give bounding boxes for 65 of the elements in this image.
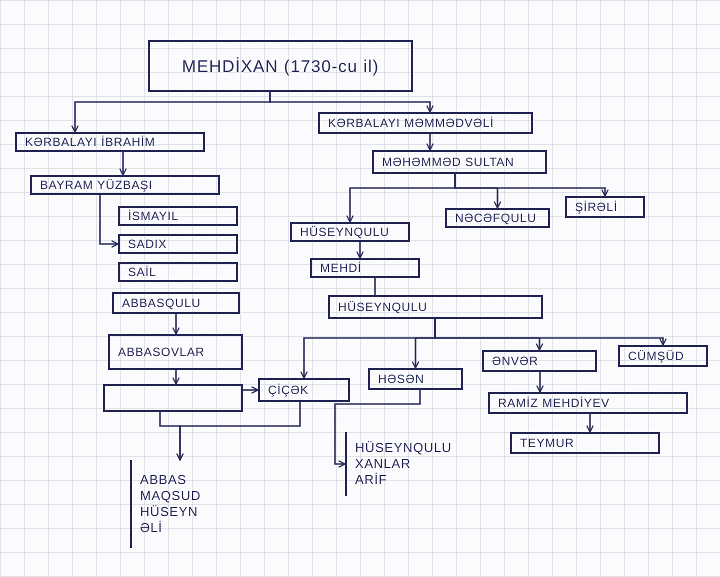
name-box xyxy=(328,295,543,319)
name-box xyxy=(482,350,597,372)
person-name: MEHDİXAN (1730-cu il) xyxy=(182,58,380,74)
person-name: ABBASOVLAR xyxy=(118,346,205,358)
person-name: HƏSƏN xyxy=(378,373,424,385)
arrow xyxy=(269,92,434,113)
person-name: KƏRBALAYI İBRAHİM xyxy=(25,136,156,148)
name-box xyxy=(618,345,708,367)
arrow xyxy=(434,319,667,346)
person-name: MƏHƏMMƏD SULTAN xyxy=(382,156,514,168)
empty-box xyxy=(103,384,243,412)
name-box xyxy=(510,432,660,454)
name-box xyxy=(368,368,463,390)
arrow xyxy=(172,370,180,385)
name-box xyxy=(318,112,533,134)
name-box xyxy=(290,222,410,242)
person-name: HÜSEYNQULU xyxy=(338,301,428,313)
name-box xyxy=(30,175,220,195)
person-name: ABBASQULU xyxy=(122,297,201,309)
person-name: ƏLİ xyxy=(140,520,164,536)
name-box xyxy=(118,262,238,282)
arrow xyxy=(243,386,259,394)
name-box xyxy=(112,292,240,314)
arrow xyxy=(454,174,609,197)
arrow xyxy=(426,134,434,151)
connector-line xyxy=(374,278,376,295)
arrow xyxy=(586,414,594,433)
person-name: İSMAYIL xyxy=(128,210,179,222)
name-box xyxy=(108,334,243,370)
person-name: SADIX xyxy=(128,238,168,250)
arrow xyxy=(334,390,421,468)
person-name: ƏNVƏR xyxy=(492,355,538,367)
name-box xyxy=(118,234,238,254)
person-name: TEYMUR xyxy=(520,437,574,449)
name-box xyxy=(148,40,413,92)
person-name: MAQSUD xyxy=(140,488,202,504)
person-name: HÜSEYNQULU xyxy=(300,226,390,238)
name-box xyxy=(258,378,350,402)
arrow xyxy=(119,152,127,176)
person-name: CÜMŞÜD xyxy=(628,350,684,362)
arrow xyxy=(536,372,544,393)
person-name: RAMİZ MEHDİYEV xyxy=(498,397,610,409)
person-name: BAYRAM YÜZBAŞI xyxy=(40,179,153,191)
person-name: ABBAS xyxy=(140,472,188,488)
person-name: ARİF xyxy=(355,472,388,488)
person-name: ŞİRƏLİ xyxy=(575,201,618,213)
person-name: SAİL xyxy=(128,266,156,278)
name-box xyxy=(488,392,688,414)
name-box xyxy=(310,258,420,278)
person-name: MEHDİ xyxy=(320,262,362,274)
name-box xyxy=(372,150,547,174)
person-name: NƏCƏFQULU xyxy=(455,212,536,224)
arrow xyxy=(176,402,301,461)
arrow xyxy=(356,242,364,259)
name-box xyxy=(118,206,238,226)
person-name: XANLAR xyxy=(355,456,412,472)
person-name: KƏRBALAYI MƏMMƏDVƏLİ xyxy=(328,117,494,129)
arrow xyxy=(172,314,180,335)
person-name: HÜSEYN xyxy=(140,504,200,520)
person-name: HÜSEYNQULU xyxy=(355,440,453,456)
person-name: ÇİÇƏK xyxy=(268,384,309,396)
name-box xyxy=(565,196,645,218)
name-box xyxy=(15,132,205,152)
name-box xyxy=(445,208,550,228)
arrow xyxy=(99,195,119,248)
